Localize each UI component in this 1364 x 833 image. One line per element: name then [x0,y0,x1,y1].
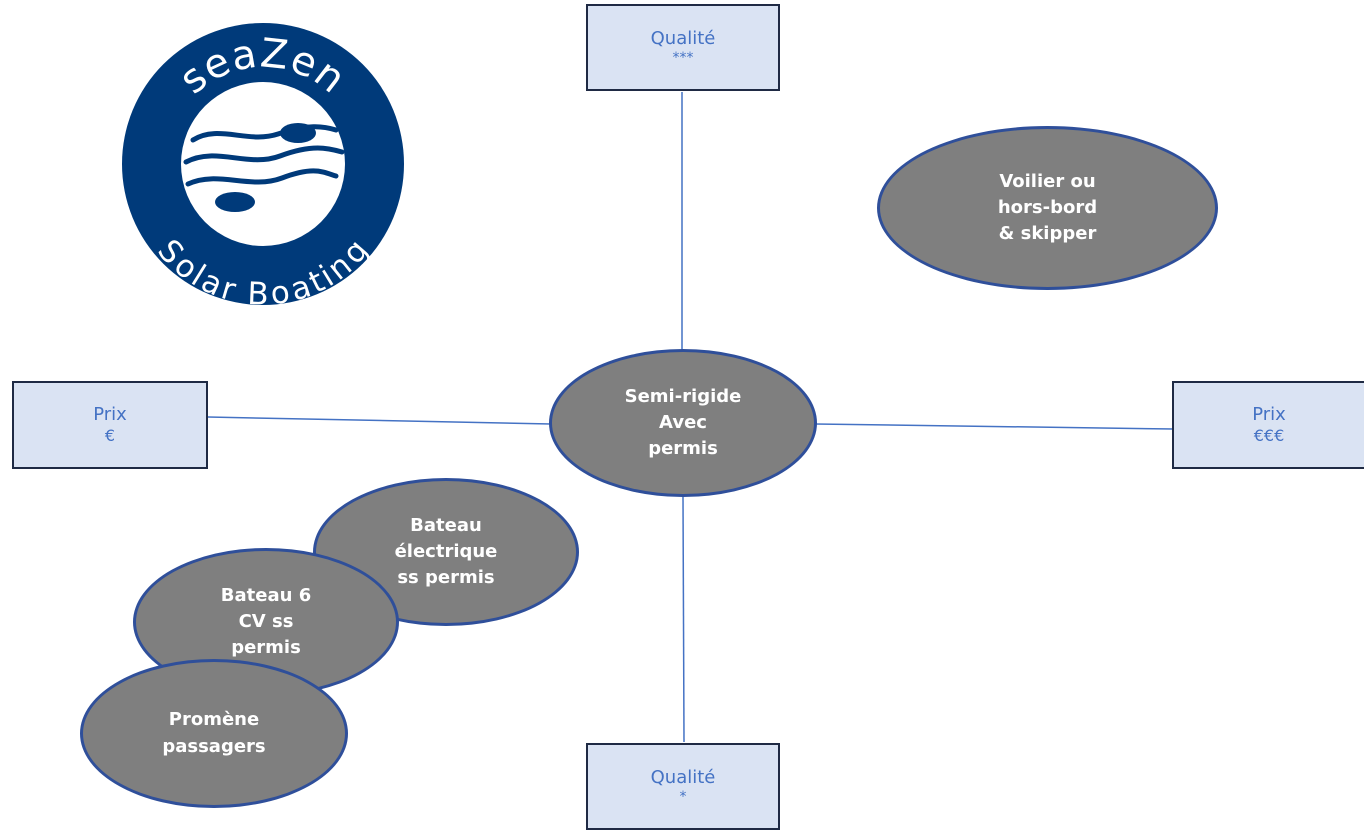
seazen-logo: seaZen Solar Boating [122,23,404,307]
ellipse-semi-rigide: Semi-rigide Avec permis [549,349,817,497]
ellipse-line: électrique [394,540,498,562]
axis-title: Qualité [650,766,716,788]
axis-box-price-left: Prix € [12,381,208,469]
axis-box-price-right: Prix €€€ [1172,381,1364,469]
ellipse-line: ss permis [397,567,495,589]
ellipse-line: Bateau 6 [220,584,312,606]
axis-box-quality-top: Qualité *** [586,4,780,91]
axis-line-bottom [682,496,685,743]
ellipse-line: Promène [168,709,260,731]
waves-icon [183,124,345,187]
axis-sub: € [104,426,116,446]
ellipse-line: Voilier ou [999,170,1096,192]
ellipse-line: passagers [162,735,266,757]
axis-title: Prix [93,403,127,425]
axis-box-quality-bottom: Qualité * [586,743,780,830]
ellipse-line: Avec [659,411,707,433]
ellipse-line: CV ss [238,610,294,632]
axis-line-left [207,416,552,425]
ellipse-line: Semi-rigide [624,385,742,407]
axis-sub: * [679,789,687,805]
ellipse-line: hors-bord [997,196,1098,218]
axis-sub: €€€ [1253,426,1285,446]
pebble-top-icon [280,123,316,143]
axis-title: Prix [1252,403,1286,425]
ellipse-line: Bateau [410,514,482,536]
axis-title: Qualité [650,27,716,49]
ellipse-line: & skipper [998,223,1097,245]
pebble-bottom-icon [215,192,255,212]
logo-inner-circle [181,82,345,246]
ellipse-promene: Promène passagers [80,659,348,808]
axis-sub: *** [672,50,694,66]
ellipse-line: permis [231,637,301,659]
axis-line-right [814,423,1175,430]
ellipse-line: permis [648,438,718,460]
ellipse-voilier: Voilier ou hors-bord & skipper [877,126,1218,290]
